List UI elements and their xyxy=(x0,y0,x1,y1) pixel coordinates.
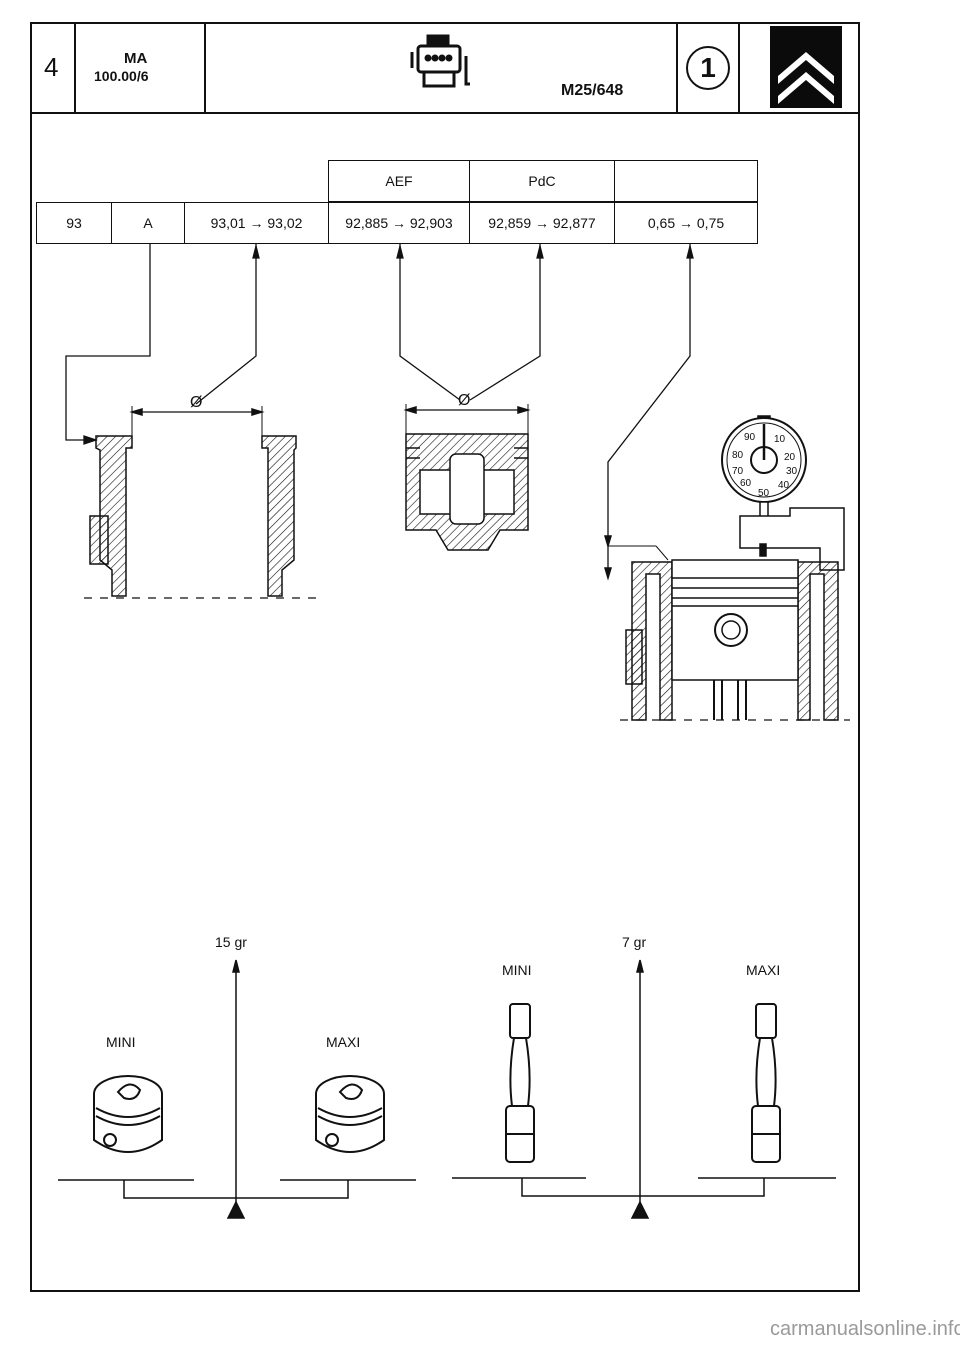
piston-balance-scale xyxy=(58,959,416,1219)
rod-mini-icon xyxy=(505,1003,535,1163)
circle-number: 1 xyxy=(700,52,716,83)
page-frame xyxy=(30,22,860,1292)
header-bar: 4 MA 100.00/6 M25/648 1 xyxy=(30,22,860,114)
diameter-symbol-piston: Ø xyxy=(458,392,471,409)
watermark: carmanualsonline.info xyxy=(770,1318,960,1340)
piston-mini-icon xyxy=(93,1075,163,1153)
dial-number: 60 xyxy=(740,478,752,489)
rod-balance-scale xyxy=(452,959,836,1219)
piston-maxi-icon xyxy=(315,1075,385,1153)
section-number: 4 xyxy=(44,52,59,82)
col-header-text: AEF xyxy=(385,173,413,189)
cell-value: 93 xyxy=(66,215,82,231)
cell-value: A xyxy=(143,215,153,231)
rod-maxi-icon xyxy=(751,1003,781,1163)
doc-ref: 100.00/6 xyxy=(94,68,149,84)
cell-value: 93,01 → 93,02 xyxy=(210,215,303,231)
piston-mini-label: MINI xyxy=(106,1034,136,1050)
doc-code: MA xyxy=(124,50,148,67)
dial-number: 80 xyxy=(732,450,744,461)
doc-ref-cell: MA 100.00/6 xyxy=(76,22,206,114)
cell-value: 92,885 → 92,903 xyxy=(345,215,453,231)
dial-number: 30 xyxy=(786,466,798,477)
dial-gauge-drawing: 90 10 80 20 70 30 60 40 50 xyxy=(603,415,850,721)
dial-number: 90 xyxy=(744,432,756,443)
dial-number: 20 xyxy=(784,452,796,463)
piston-maxi-label: MAXI xyxy=(326,1034,361,1050)
cell-value: 0,65 → 0,75 xyxy=(647,215,725,231)
piston-weight-label: 15 gr xyxy=(215,934,247,950)
dial-number: 40 xyxy=(778,480,790,491)
rod-mini-label: MINI xyxy=(502,962,532,978)
circle-cell: 1 xyxy=(678,22,740,114)
diameter-symbol-liner: Ø xyxy=(190,394,203,411)
cell-value: 92,859 → 92,877 xyxy=(488,215,596,231)
col-header-text: PdC xyxy=(528,173,556,189)
dial-number: 10 xyxy=(774,434,786,445)
rod-maxi-label: MAXI xyxy=(746,962,781,978)
col-header-clearance xyxy=(614,160,758,202)
dial-number: 50 xyxy=(758,488,770,499)
dial-number: 70 xyxy=(732,466,744,477)
cylinder-liner-drawing xyxy=(84,406,316,599)
piston-section-drawing xyxy=(403,404,531,551)
title-cell: M25/648 xyxy=(206,22,678,114)
table-cell: 0,65 → 0,75 xyxy=(614,202,758,244)
section-cell: 4 xyxy=(30,22,76,114)
engine-icon xyxy=(410,34,470,88)
rod-weight-label: 7 gr xyxy=(622,934,647,950)
circle-badge: 1 xyxy=(686,46,730,90)
leader-lines xyxy=(65,244,694,578)
citroen-chevrons-icon xyxy=(778,52,834,104)
ref-code: M25/648 xyxy=(561,82,624,99)
